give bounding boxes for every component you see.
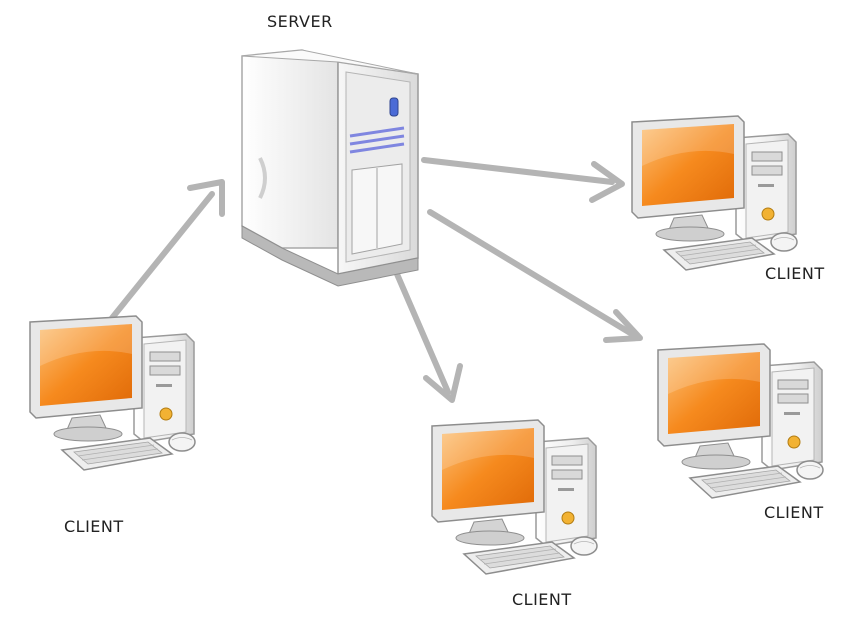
client-computer-1 — [29, 315, 196, 471]
desktop-computer-icon — [631, 115, 798, 271]
client-computer-4 — [431, 419, 598, 575]
server-tower-icon — [240, 48, 420, 288]
client-label-2: CLIENT — [765, 264, 825, 283]
client-computer-3 — [657, 343, 824, 499]
client-computer-2 — [631, 115, 798, 271]
client-label-1: CLIENT — [64, 517, 124, 536]
desktop-computer-icon — [657, 343, 824, 499]
desktop-computer-icon — [29, 315, 196, 471]
arrow-client-1-to-server — [109, 179, 225, 321]
client-label-4: CLIENT — [512, 590, 572, 609]
arrow-server-to-client-3 — [427, 209, 643, 343]
server-label: SERVER — [267, 12, 333, 31]
desktop-computer-icon — [431, 419, 598, 575]
arrow-server-to-client-2 — [421, 157, 625, 203]
client-label-3: CLIENT — [764, 503, 824, 522]
